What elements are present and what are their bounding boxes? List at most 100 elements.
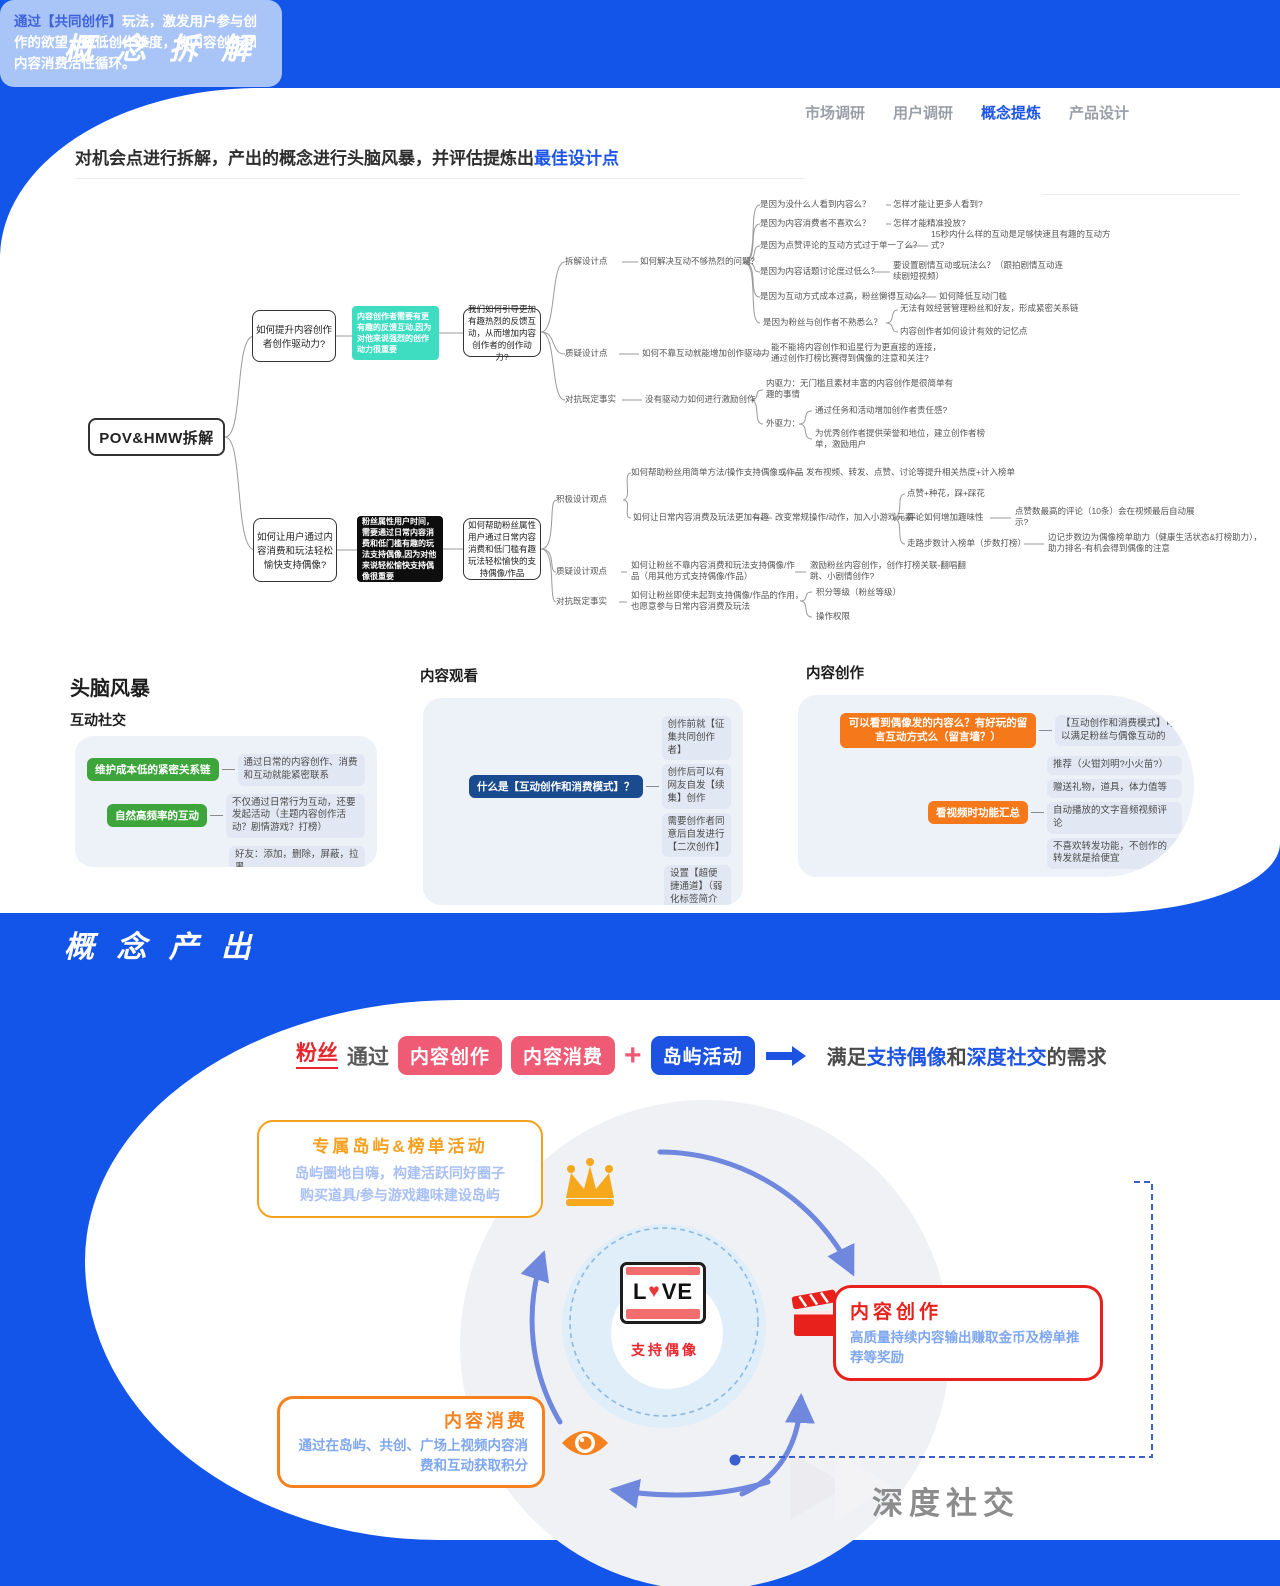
mindmap-node: 是因为互动方式成本过高，粉丝懒得互动么？ — [760, 291, 931, 301]
brainstorm-panel-social: 维护成本低的紧密关系链 通过日常的内容创作、消费和互动就能紧密联系 自然高频率的… — [75, 736, 377, 867]
mindmap-question-node: 如何提升内容创作者创作驱动力? — [252, 310, 336, 362]
mindmap-node: 能不能将内容创作和追星行为更直接的连接，通过创作打榜比赛得到偶像的注意和关注? — [771, 342, 942, 364]
mindmap-node: 是因为内容消费者不喜欢么？ — [760, 218, 871, 228]
brainstorm-note: 赠送礼物，道具，体力值等 — [1047, 779, 1182, 798]
brainstorm-note: 不仅通过日常行为互动，还要发起活动（主题内容创作活动？剧情游戏？打榜） — [226, 793, 365, 839]
subtitle-highlight: 最佳设计点 — [534, 149, 619, 168]
brainstorm-note: 【互动创作和消费模式】可以满足粉丝与偶像互动的 — [1055, 714, 1182, 747]
brainstorm-note: 推荐（火钳刘明?小火苗?） — [1047, 756, 1182, 776]
mindmap-insight-node: 粉丝属性用户时间，需要通过日常内容消费和低门槛有趣的玩法支持偶像,因为对他来说轻… — [357, 516, 443, 582]
badge-band-top — [626, 1267, 700, 1275]
nav-concept-refine[interactable]: 概念提炼 — [981, 105, 1042, 122]
mindmap-node: 无法有效经营管理粉丝和好友，形成紧密关系链 — [900, 303, 1079, 313]
mindmap-question-node: 如何让用户通过内容消费和玩法轻松愉快支持偶像? — [253, 518, 337, 582]
plus-sign: + — [624, 1038, 642, 1072]
mindmap-node: 拆解设计点 — [565, 256, 608, 266]
mindmap-node: 质疑设计点 — [565, 348, 608, 358]
island-activity-card: 专属岛屿&榜单活动 岛屿圈地自嗨，构建活跃同好圈子 购买道具/参与游戏趣味建设岛… — [257, 1120, 543, 1219]
divider — [75, 178, 805, 179]
mindmap-node: 点赞数最高的评论（10条）会在视频最后自动展示? — [1015, 506, 1195, 528]
divider — [1042, 194, 1240, 195]
mindmap-node: 怎样才能精准投放? — [893, 218, 966, 228]
consumption-card-body: 通过在岛屿、共创、广场上视频内容消费和互动获取积分 — [298, 1438, 529, 1474]
mindmap-root-node: POV&HMW拆解 — [88, 418, 225, 456]
brainstorm-col3-title: 内容创作 — [806, 666, 864, 682]
mindmap-node: 改变常规操作/动作，加入小游戏元素 — [775, 512, 914, 522]
brainstorm-note: 设置【超便捷通道】（弱化标签简介字幕且可以一键风格和滤镜，但功能要齐全不影响专业… — [664, 865, 731, 905]
island-card-line1: 岛屿圈地自嗨，构建活跃同好圈子 — [295, 1165, 505, 1181]
island-card-title: 专属岛屿&榜单活动 — [312, 1137, 488, 1156]
mindmap-node: 是因为点赞评论的互动方式过于单一了么？ — [760, 240, 922, 250]
formula-box-island: 岛屿活动 — [650, 1036, 755, 1075]
connector-line — [645, 786, 659, 788]
mindmap-node: 要设置剧情互动或玩法么？（跟拍剧情互动连续剧短视频） — [893, 260, 1064, 282]
nav-market-research[interactable]: 市场调研 — [805, 105, 866, 122]
mindmap-node: 边记步数边为偶像榜单助力（健康生活状态&打榜助力），助力排名-有机会得到偶像的注… — [1048, 532, 1262, 554]
cocreate-highlight: 通过【共同创作】 — [14, 14, 122, 29]
mindmap-node: 点赞+种花，踩+踩花 — [907, 488, 985, 498]
mindmap-node: 发布视频、转发、点赞、讨论等提升相关热度+计入榜单 — [806, 467, 1015, 477]
mindmap-node: 怎样才能让更多人看到? — [893, 199, 983, 209]
mindmap-node: 内容创作者如何设计有效的记忆点 — [900, 326, 1028, 336]
connector-line — [1039, 730, 1052, 732]
mindmap-node: 评论如何增加趣味性 — [907, 512, 984, 522]
brainstorm-note: 创作后可以有网友自发【续集】创作 — [661, 764, 731, 809]
section-title-output: 概 念 产 出 — [64, 931, 259, 964]
mindmap-node: 走路步数计入榜单（步数打榜） — [907, 538, 1027, 548]
love-badge: L♥VE — [620, 1262, 706, 1324]
creation-card-title: 内容创作 — [850, 1302, 943, 1323]
mindmap-node: 如何让日常内容消费及玩法更加有趣 — [633, 512, 770, 522]
mindmap-node: 内驱力：无门槛且素材丰富的内容创作是很简单有趣的事情 — [766, 378, 954, 400]
mindmap-node: 对抗既定事实 — [556, 596, 608, 606]
mindmap-node: 如何帮助粉丝用简单方法/操作支持偶像或作品 — [631, 467, 804, 477]
mindmap-node: 积分等级（粉丝等级） — [816, 587, 902, 597]
support-idol-label: 支持偶像 — [631, 1342, 699, 1358]
heart-icon: ♥ — [648, 1281, 661, 1302]
brainstorm-tag: 可以看到偶像发的内容么？有好玩的留言互动方式么（留言墙？） — [840, 713, 1036, 749]
subtitle-text: 对机会点进行拆解，产出的概念进行头脑风暴，并评估提炼出 — [75, 149, 534, 168]
love-letters-ve: VE — [661, 1279, 694, 1304]
brainstorm-tag: 什么是【互动创作和消费模式】？ — [469, 775, 643, 799]
badge-band-bottom — [626, 1309, 700, 1319]
cocreate-text: 玩法，激发用户参与创作的欲望，降低创作难度，使内容创作和内容消费活性循环。 — [14, 14, 257, 71]
formula-box-consumption: 内容消费 — [511, 1036, 616, 1075]
result-highlight-support: 支持偶像 — [866, 1047, 947, 1069]
nav-product-design[interactable]: 产品设计 — [1069, 105, 1130, 122]
mindmap-insight-node: 内容创作者需要有更有趣的反馈互动,因为对他来说强烈的创作动力很重要 — [352, 306, 439, 360]
formula-fans: 粉丝 — [296, 1042, 338, 1069]
mindmap-node: 如何不靠互动就能增加创作驱动力 — [642, 348, 770, 358]
mindmap-node: 如何解决互动不够热烈的问题？ — [640, 256, 760, 266]
brainstorm-col2-title: 内容观看 — [420, 669, 478, 685]
concept-formula: 粉丝 通过 内容创作 内容消费 + 岛屿活动 满足支持偶像和深度社交的需求 — [296, 1036, 1107, 1075]
formula-box-creation: 内容创作 — [398, 1036, 503, 1075]
result-suffix: 的需求 — [1046, 1047, 1107, 1069]
content-consumption-card: 内容消费 通过在岛屿、共创、广场上视频内容消费和互动获取积分 — [277, 1396, 545, 1488]
result-mid: 和 — [946, 1047, 967, 1069]
mindmap-node: 积极设计观点 — [556, 494, 608, 504]
connector-line — [210, 815, 223, 817]
deep-social-label: 深度社交 — [872, 1486, 1020, 1521]
brainstorm-title: 头脑风暴 — [70, 678, 150, 700]
creation-card-body: 高质量持续内容输出赚取金币及榜单推荐等奖励 — [850, 1330, 1080, 1366]
consumption-card-title: 内容消费 — [444, 1411, 528, 1431]
content-creation-card: 内容创作 高质量持续内容输出赚取金币及榜单推荐等奖励 — [833, 1285, 1103, 1381]
brainstorm-note: 需要创作者同意后自发进行【二次创作】 — [661, 812, 731, 858]
cocreate-note-card: 通过【共同创作】玩法，激发用户参与创作的欲望，降低创作难度，使内容创作和内容消费… — [0, 0, 282, 87]
mindmap-node: 是因为粉丝与创作者不熟悉么？ — [763, 317, 883, 327]
mindmap-node: 没有驱动力如何进行激励创作 — [645, 394, 756, 404]
mindmap-node: 为优秀创作者提供荣誉和地位，建立创作者榜单，激励用户 — [815, 428, 986, 450]
mindmap-node: 操作权限 — [816, 611, 851, 621]
island-card-line2: 购买道具/参与游戏趣味建设岛屿 — [300, 1186, 500, 1203]
section-title-breakdown: 概 念 拆 解 — [64, 33, 259, 66]
nav-user-research[interactable]: 用户调研 — [893, 105, 954, 122]
brainstorm-tag: 看视频时功能汇总 — [928, 801, 1028, 825]
brainstorm-note: 通过日常的内容创作、消费和互动就能紧密联系 — [237, 754, 365, 786]
brainstorm-tag: 自然高频率的互动 — [107, 804, 207, 828]
brainstorm-col1-title: 互动社交 — [70, 712, 126, 728]
brainstorm-note: 创作前就【征集共同创作者】 — [661, 716, 731, 761]
formula-via: 通过 — [347, 1045, 389, 1069]
love-word: L♥VE — [623, 1275, 703, 1309]
mindmap-node: 通过任务和活动增加创作者责任感? — [815, 405, 948, 415]
result-highlight-social: 深度社交 — [966, 1047, 1047, 1069]
